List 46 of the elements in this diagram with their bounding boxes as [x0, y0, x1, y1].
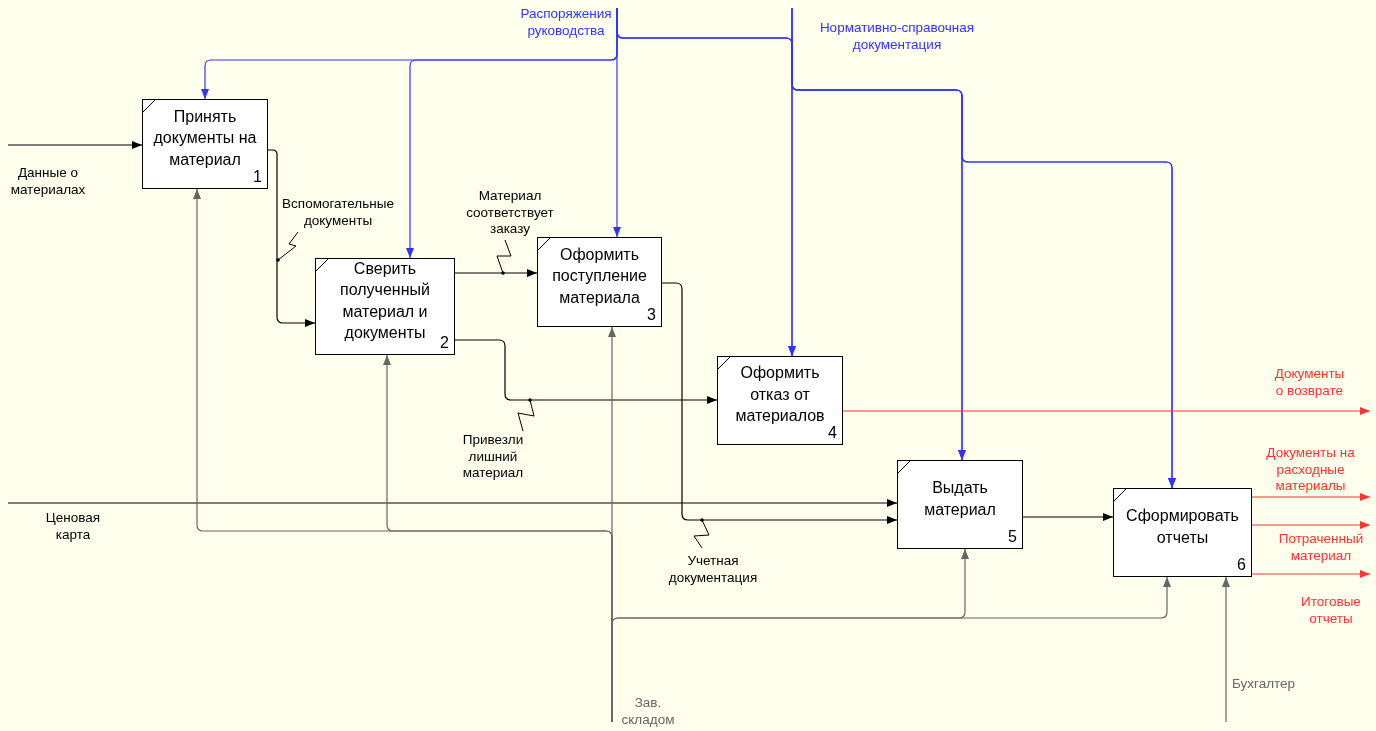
arrow	[454, 269, 538, 277]
arrow	[842, 407, 1371, 415]
process-box	[897, 460, 1023, 549]
edge-label: Документы о возврате	[1273, 366, 1346, 399]
process-name: Сформировать отчеты	[1126, 507, 1239, 546]
arrow	[791, 7, 1176, 489]
edge-label: Нормативно-справочная документация	[818, 20, 976, 53]
arrow	[1251, 493, 1371, 501]
edge-label: Учетная документация	[667, 553, 759, 586]
process-name: Сверить полученный материал и документы	[340, 259, 430, 341]
process-box	[315, 258, 455, 355]
edge-label: Зав. складом	[620, 695, 676, 728]
arrow	[1222, 576, 1230, 723]
process-name: Оформить отказ от материалов	[735, 364, 825, 425]
arrow	[1251, 521, 1371, 529]
process-number: 3	[647, 306, 656, 324]
process-number: 2	[440, 334, 449, 352]
arrow	[661, 282, 898, 524]
edge-label: Данные о материалах	[9, 165, 87, 198]
arrow	[454, 339, 718, 404]
process-box	[142, 99, 268, 189]
edge-label: Бухгалтер	[1232, 676, 1297, 693]
process-number: 5	[1008, 528, 1017, 546]
arrow	[7, 499, 898, 507]
arrow	[1251, 570, 1371, 578]
arrow	[1022, 513, 1114, 521]
arrow	[611, 576, 1171, 723]
edge-label: Потраченный материал	[1277, 531, 1365, 564]
edge-label: Ценовая карта	[44, 510, 102, 543]
edge-label: Привезли лишний материал	[461, 432, 525, 482]
arrow	[7, 141, 143, 149]
process-name: Выдать материал	[924, 479, 996, 518]
edge-label: Итоговые отчеты	[1300, 594, 1362, 627]
process-name: Принять документы на материал	[153, 107, 257, 168]
process-box	[1113, 488, 1252, 577]
process-name: Оформить поступление материала	[552, 245, 647, 306]
edge-label: Материал соответствует заказу	[465, 188, 555, 238]
edge-label: Документы на расходные материалы	[1265, 445, 1356, 495]
process-box	[537, 237, 662, 327]
edge-label: Распоряжения руководства	[519, 6, 613, 39]
arrow	[267, 149, 316, 327]
edge-label: Вспомогательные документы	[282, 196, 394, 229]
process-number: 4	[828, 424, 837, 442]
process-number: 1	[253, 168, 262, 186]
process-box	[717, 356, 843, 445]
process-number: 6	[1237, 556, 1246, 574]
